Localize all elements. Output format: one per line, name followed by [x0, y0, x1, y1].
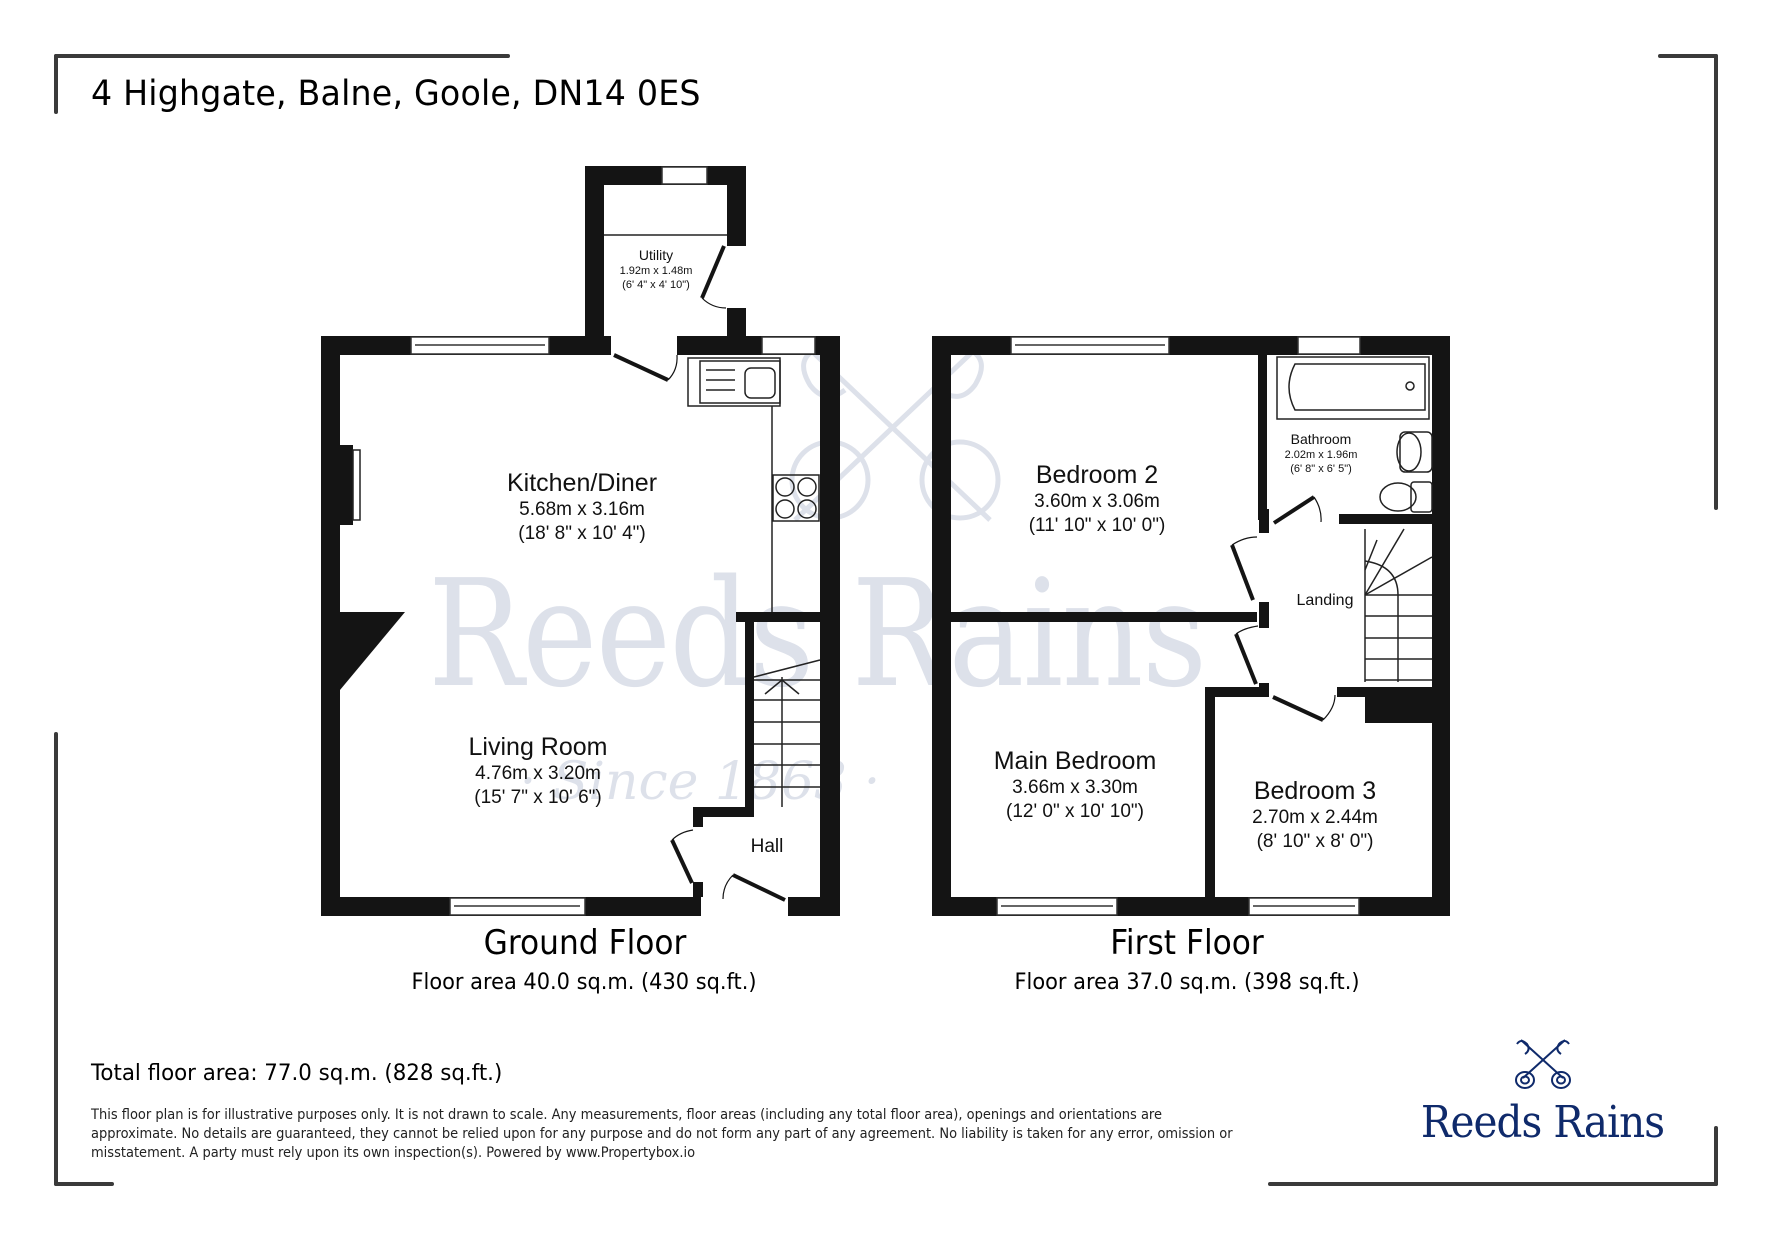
property-address: 4 Highgate, Balne, Goole, DN14 0ES — [91, 74, 701, 114]
frame-top-left-h — [54, 54, 510, 58]
first-floor-windows — [996, 336, 1361, 916]
ground-floor-windows — [410, 166, 816, 916]
crossed-keys-icon — [1514, 1039, 1571, 1089]
room-label-bedroom-2: Bedroom 2 3.60m x 3.06m (11' 10" x 10' 0… — [1028, 461, 1166, 536]
first-floor-title: First Floor — [1110, 923, 1264, 963]
ground-floor-area: Floor area 40.0 sq.m. (430 sq.ft.) — [411, 970, 757, 995]
frame-bottom-left-v — [54, 732, 58, 1186]
first-floor-area: Floor area 37.0 sq.m. (398 sq.ft.) — [1014, 970, 1360, 995]
ground-floor-doors — [613, 245, 786, 902]
room-label-living-room: Living Room 4.76m x 3.20m (15' 7" x 10' … — [468, 733, 608, 808]
room-label-bathroom: Bathroom 2.02m x 1.96m (6' 8" x 6' 5") — [1284, 431, 1358, 475]
room-label-main-bedroom: Main Bedroom 3.66m x 3.30m (12' 0" x 10'… — [993, 747, 1157, 822]
brand-logo: Reeds Rains — [1405, 1036, 1680, 1148]
disclaimer-line: approximate. No details are guaranteed, … — [91, 1126, 1233, 1142]
ground-floor-title: Ground Floor — [483, 923, 687, 963]
room-label-utility: Utility 1.92m x 1.48m (6' 4" x 4' 10") — [619, 247, 693, 291]
frame-bottom-left-h — [54, 1182, 114, 1186]
frame-bottom-right-v — [1714, 1126, 1718, 1186]
ground-floor-walls — [321, 166, 840, 916]
frame-top-left-v — [54, 54, 58, 114]
room-label-hall: Hall — [750, 836, 784, 857]
frame-bottom-right-h — [1268, 1182, 1718, 1186]
room-label-bedroom-3: Bedroom 3 2.70m x 2.44m (8' 10" x 8' 0") — [1252, 777, 1378, 852]
ground-floor-fittings — [352, 234, 821, 807]
total-floor-area: Total floor area: 77.0 sq.m. (828 sq.ft.… — [91, 1061, 503, 1086]
frame-top-right-h — [1658, 54, 1718, 58]
brand-logo-text: Reeds Rains — [1420, 1097, 1665, 1148]
disclaimer-line: This floor plan is for illustrative purp… — [91, 1107, 1163, 1123]
room-label-kitchen-diner: Kitchen/Diner 5.68m x 3.16m (18' 8" x 10… — [506, 469, 658, 544]
watermark-brand: Reeds Rains — [428, 548, 1207, 720]
disclaimer: This floor plan is for illustrative purp… — [91, 1106, 1300, 1163]
disclaimer-line: misstatement. A party must rely upon its… — [91, 1145, 696, 1161]
frame-top-right-v — [1714, 54, 1718, 510]
first-floor-fittings — [1276, 356, 1433, 682]
first-floor-doors — [1230, 495, 1336, 722]
room-label-landing: Landing — [1296, 592, 1354, 609]
